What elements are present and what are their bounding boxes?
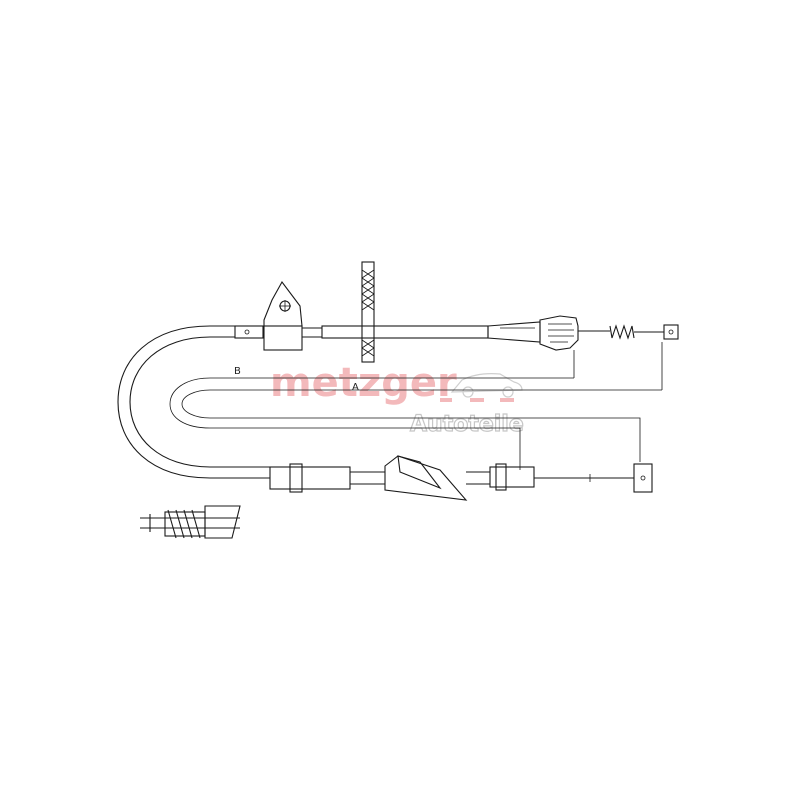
dimension-b-label: B — [234, 366, 241, 377]
dimension-a-label: A — [352, 382, 359, 393]
watermark-subtitle: Autoteile — [410, 412, 524, 437]
upper-end-fitting — [539, 315, 579, 351]
lower-collar — [495, 463, 507, 491]
upper-cable-assembly — [234, 261, 679, 363]
dimension-lines: B A — [169, 342, 663, 470]
watermark-wheel-icon — [462, 386, 474, 398]
inset-collar — [204, 505, 241, 539]
watermark-brand: metzger — [270, 360, 457, 406]
inset-spring — [167, 509, 201, 539]
upper-rivet — [244, 329, 250, 335]
upper-ferrule — [487, 321, 541, 343]
upper-nipple — [663, 324, 679, 340]
grommet-bar — [361, 261, 375, 363]
lower-clamp — [289, 463, 303, 493]
bracket-clamp — [263, 325, 303, 351]
mounting-bracket — [263, 280, 303, 327]
upper-sleeve-main — [321, 325, 489, 339]
lower-nipple — [633, 463, 653, 493]
cable-sheath — [117, 325, 270, 479]
wedge-guide — [384, 455, 468, 501]
lower-sleeve-left — [269, 466, 351, 490]
watermark-wheel-icon — [502, 386, 514, 398]
inset-sleeve — [164, 511, 206, 537]
upper-spring — [609, 324, 635, 340]
upper-sleeve-left — [234, 325, 264, 339]
metzger-watermark: metzger Autoteile — [270, 360, 524, 438]
lower-ferrule — [489, 466, 535, 488]
lower-cable-assembly — [269, 455, 653, 501]
end-detail-inset — [140, 505, 241, 539]
